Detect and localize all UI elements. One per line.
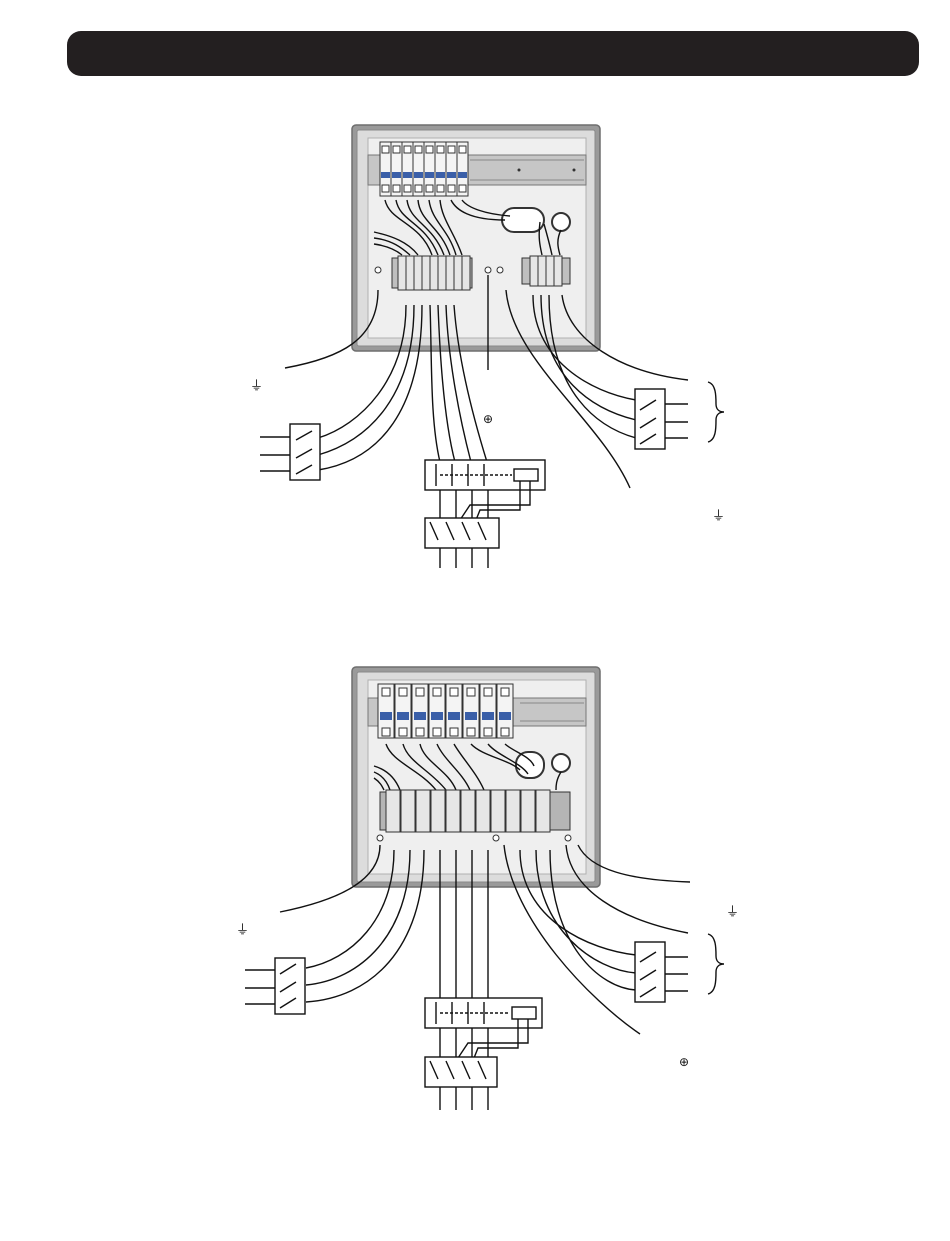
top-wiring-diagram: ⏚ ⊕ ⏚ xyxy=(250,125,725,568)
bottom-wiring-diagram: ⏚ ⏚ ⊕ xyxy=(236,667,739,1110)
bottom-circuit-breakers xyxy=(378,684,513,738)
breaker xyxy=(429,684,445,738)
breaker xyxy=(413,142,424,196)
top-knockout xyxy=(552,213,570,231)
breaker xyxy=(497,684,513,738)
breaker xyxy=(391,142,402,196)
bottom-knockout xyxy=(552,754,570,772)
breaker xyxy=(480,684,496,738)
breaker xyxy=(446,684,462,738)
top-main-terminal-block xyxy=(392,256,472,290)
protective-earth-symbol: ⊕ xyxy=(483,412,493,426)
top-right-switch xyxy=(635,382,724,449)
bottom-cable-gland xyxy=(516,752,544,778)
breaker xyxy=(446,142,457,196)
ground-symbol: ⏚ xyxy=(726,905,739,920)
breaker xyxy=(424,142,435,196)
bottom-terminal-strip xyxy=(380,790,570,832)
breaker xyxy=(380,142,391,196)
breaker xyxy=(378,684,394,738)
bottom-right-switch xyxy=(635,934,724,1002)
breaker xyxy=(463,684,479,738)
top-right-terminal-block xyxy=(522,256,570,286)
ground-symbol: ⏚ xyxy=(250,379,263,394)
breaker xyxy=(457,142,468,196)
ground-symbol: ⏚ xyxy=(712,509,725,524)
bottom-bypass-box xyxy=(425,998,542,1058)
ground-symbol: ⏚ xyxy=(236,923,249,938)
top-bypass-box xyxy=(425,460,545,520)
breaker xyxy=(402,142,413,196)
top-circuit-breakers xyxy=(380,142,468,196)
top-bottom-switch xyxy=(425,518,499,568)
top-left-switch xyxy=(260,424,320,480)
bottom-left-switch xyxy=(245,958,305,1014)
breaker xyxy=(395,684,411,738)
top-cable-gland xyxy=(502,208,544,232)
protective-earth-symbol: ⊕ xyxy=(679,1055,689,1069)
breaker xyxy=(435,142,446,196)
breaker xyxy=(412,684,428,738)
bottom-bottom-switch xyxy=(425,1057,497,1110)
